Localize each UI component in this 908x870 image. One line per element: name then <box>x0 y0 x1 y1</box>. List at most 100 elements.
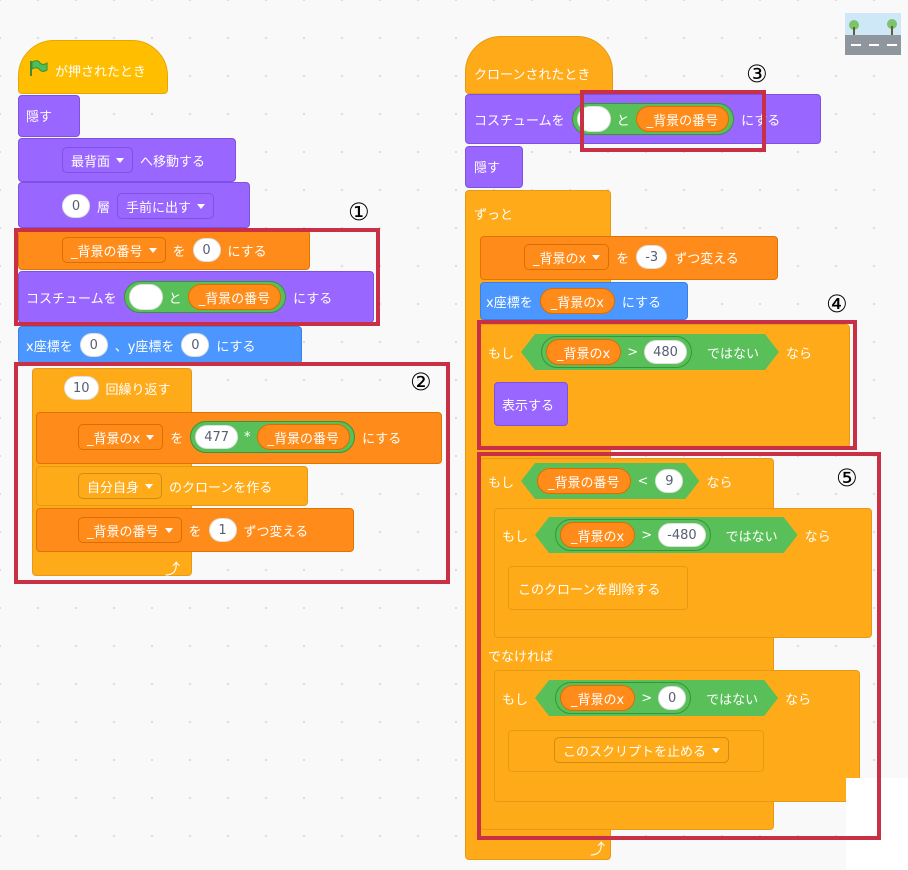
right-hide-row: 隠す <box>474 157 500 176</box>
change-variable-dropdown[interactable]: _背景の番号 <box>78 517 182 543</box>
multiply-left-input[interactable]: 477 <box>195 425 239 449</box>
if-label: もし <box>488 346 515 362</box>
then-label: なら <box>785 346 812 362</box>
not-label: ではない <box>725 529 778 545</box>
annotation-4: ④ <box>826 290 848 318</box>
greater-operator[interactable]: _背景のx > 0 <box>555 682 691 714</box>
set-value-input[interactable]: 0 <box>192 238 221 262</box>
compare-value-input[interactable]: 0 <box>658 686 686 710</box>
create-clone-block[interactable] <box>36 466 308 506</box>
hide-block[interactable] <box>18 95 80 137</box>
compare-value-input[interactable]: 9 <box>655 469 683 493</box>
change-value-input[interactable]: 1 <box>208 518 237 542</box>
stage-preview-image <box>845 13 901 55</box>
set-x-row: _背景のx を 477 * _背景の番号 にする <box>78 421 401 453</box>
clone-target-dropdown[interactable]: 自分自身 <box>78 473 163 499</box>
not-operator[interactable]: _背景のx > 480 ではない <box>521 334 779 370</box>
if4-row: もし _背景のx > 0 ではない なら <box>502 680 811 716</box>
loop-arrow-icon: ⤴ <box>590 840 606 858</box>
multiply-operator[interactable]: 477 * _背景の番号 <box>190 421 356 453</box>
x-label: x座標を <box>26 339 73 355</box>
switch-costume-row: コスチュームを と _背景の番号 にする <box>26 281 332 313</box>
repeat-count-input[interactable]: 10 <box>64 376 99 400</box>
highlight-box-1 <box>14 228 380 326</box>
chevron-down-icon <box>116 157 125 163</box>
x-input[interactable]: 0 <box>79 333 108 357</box>
set-to-label: を <box>172 244 186 260</box>
hide-row: 隠す <box>26 106 52 125</box>
annotation-2: ② <box>410 368 432 396</box>
x-variable-reporter[interactable]: _背景のx <box>546 339 621 365</box>
delete-clone-label: このクローンを削除する <box>518 583 661 598</box>
clone-hat-row: クローンされたとき <box>474 64 590 83</box>
layers-input[interactable]: 0 <box>62 194 90 218</box>
layer-dropdown[interactable]: 最背面 <box>62 147 134 173</box>
hat-label: が押されたとき <box>55 64 147 80</box>
forever-label: ずっと <box>474 208 514 223</box>
annotation-5: ⑤ <box>836 464 858 492</box>
not-label: ではない <box>706 692 759 708</box>
x-variable-reporter[interactable]: _背景のx <box>539 288 615 314</box>
x-position-suffix: にする <box>621 295 662 311</box>
if-label: もし <box>502 529 529 545</box>
change-x-input[interactable]: -3 <box>636 245 668 269</box>
costume-suffix: にする <box>741 113 781 129</box>
highlight-box-3 <box>580 90 766 152</box>
x-position-label: x座標を <box>486 295 533 311</box>
y-input[interactable]: 0 <box>181 333 210 357</box>
stage-thumbnail[interactable] <box>845 13 901 55</box>
hide-label: 隠す <box>474 161 501 176</box>
x-variable-dropdown[interactable]: _背景のx <box>78 424 164 450</box>
go-to-suffix: にする <box>216 339 256 355</box>
x-variable-reporter[interactable]: _背景のx <box>560 685 635 711</box>
chevron-down-icon <box>164 527 173 533</box>
greater-operator[interactable]: _背景のx > -480 <box>555 519 711 551</box>
x-variable-reporter[interactable]: _背景のx <box>560 522 635 548</box>
y-label: 、y座標を <box>114 339 175 355</box>
chevron-down-icon <box>197 203 206 209</box>
forward-dropdown[interactable]: 手前に出す <box>117 193 215 219</box>
if1-row: もし _背景のx > 480 ではない なら <box>488 334 812 370</box>
stop-option-dropdown[interactable]: このスクリプトを止める <box>554 737 730 763</box>
chevron-down-icon <box>146 434 155 440</box>
variable-dropdown[interactable]: _背景の番号 <box>62 237 166 263</box>
delete-clone-block[interactable] <box>508 566 688 610</box>
bg-number-reporter[interactable]: _背景の番号 <box>635 106 730 132</box>
costume-label: コスチュームを <box>474 113 565 129</box>
go-to-layer-label: へ移動する <box>140 154 206 170</box>
layer-dropdown-value: 最背面 <box>71 154 111 170</box>
greater-operator[interactable]: _背景のx > 480 <box>541 336 692 368</box>
chevron-down-icon <box>712 747 721 753</box>
not-operator[interactable]: _背景のx > -480 ではない <box>535 517 798 553</box>
chevron-down-icon <box>145 483 154 489</box>
join-word: と <box>168 291 182 307</box>
join-operator[interactable]: と _背景の番号 <box>123 281 287 313</box>
variable-dropdown-value: _背景の番号 <box>71 244 143 260</box>
x-variable-dropdown[interactable]: _背景のx <box>524 244 610 270</box>
show-block[interactable] <box>494 382 568 426</box>
bg-number-reporter[interactable]: _背景の番号 <box>537 468 631 494</box>
bg-number-reporter[interactable]: _背景の番号 <box>256 424 351 450</box>
compare-value-input[interactable]: -480 <box>658 523 706 547</box>
stop-option-value: このスクリプトを止める <box>563 744 707 760</box>
greater-symbol: > <box>627 344 639 360</box>
repeat-row: 10 回繰り返す <box>64 376 171 400</box>
create-clone-label: のクローンを作る <box>169 480 273 496</box>
go-to-xy-row: x座標を 0 、y座標を 0 にする <box>26 333 256 357</box>
show-row: 表示する <box>502 395 554 414</box>
change-variable-value: _背景の番号 <box>87 524 159 540</box>
less-than-operator[interactable]: _背景の番号 < 9 <box>521 463 699 499</box>
forever-row: ずっと <box>474 204 513 223</box>
bg-number-reporter[interactable]: _背景の番号 <box>187 284 282 310</box>
not-operator[interactable]: _背景のx > 0 ではない <box>535 680 778 716</box>
compare-value-input[interactable]: 480 <box>644 340 687 364</box>
join-empty-input[interactable] <box>128 284 163 310</box>
show-label: 表示する <box>502 399 555 414</box>
change-by-label: を <box>616 251 630 267</box>
costume-label: コスチュームを <box>26 291 117 307</box>
loop-arrow-icon: ⤴ <box>165 560 181 578</box>
hide-block[interactable] <box>465 146 523 188</box>
change-by-label: を <box>188 524 202 540</box>
annotation-3: ③ <box>746 60 768 88</box>
when-clone-starts-block[interactable] <box>465 36 613 94</box>
